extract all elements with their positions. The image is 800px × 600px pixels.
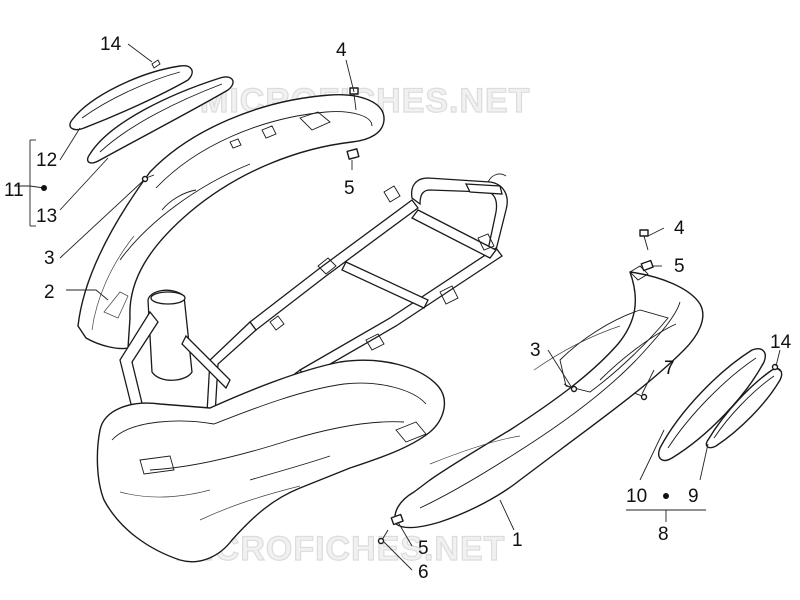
callout-4-right: 4 — [674, 218, 685, 239]
screw-7 — [633, 392, 648, 401]
screw-3-right — [563, 383, 578, 393]
callout-5-top: 5 — [344, 178, 355, 199]
callout-11: 11 — [4, 180, 24, 201]
right-trim-strip-inner — [658, 348, 766, 462]
screw-14-top — [151, 59, 161, 69]
callout-10: 10 — [626, 486, 647, 507]
callout-12: 12 — [36, 150, 57, 171]
callout-7: 7 — [664, 358, 675, 379]
callout-3-left: 3 — [44, 248, 55, 269]
callout-14-top: 14 — [100, 34, 122, 55]
scooter-frame — [119, 173, 508, 461]
callout-6: 6 — [418, 562, 429, 583]
left-trim-strip-lower — [86, 76, 234, 164]
screw-6 — [377, 529, 389, 545]
group-dot-8 — [663, 493, 669, 499]
clip-5-top — [346, 148, 360, 160]
right-side-panel — [394, 265, 704, 529]
callout-5-bottom: 5 — [418, 538, 429, 559]
floor-panel — [96, 359, 446, 563]
callout-13: 13 — [36, 206, 57, 227]
screw-4-right — [639, 229, 649, 251]
callout-5-right: 5 — [674, 256, 685, 277]
leader-lines — [14, 43, 781, 571]
clip-5-right — [640, 259, 654, 272]
callout-4-top: 4 — [336, 40, 347, 61]
callout-9: 9 — [688, 486, 699, 507]
group-dot-11 — [41, 185, 47, 191]
left-trim-strip-upper — [69, 65, 193, 131]
callout-3-right: 3 — [530, 340, 541, 361]
callout-14-right: 14 — [770, 332, 792, 353]
left-side-panel — [77, 94, 385, 350]
callout-8: 8 — [658, 524, 669, 545]
right-trim-strip-outer — [705, 368, 783, 449]
callout-1: 1 — [512, 530, 523, 551]
callout-2: 2 — [44, 282, 55, 303]
